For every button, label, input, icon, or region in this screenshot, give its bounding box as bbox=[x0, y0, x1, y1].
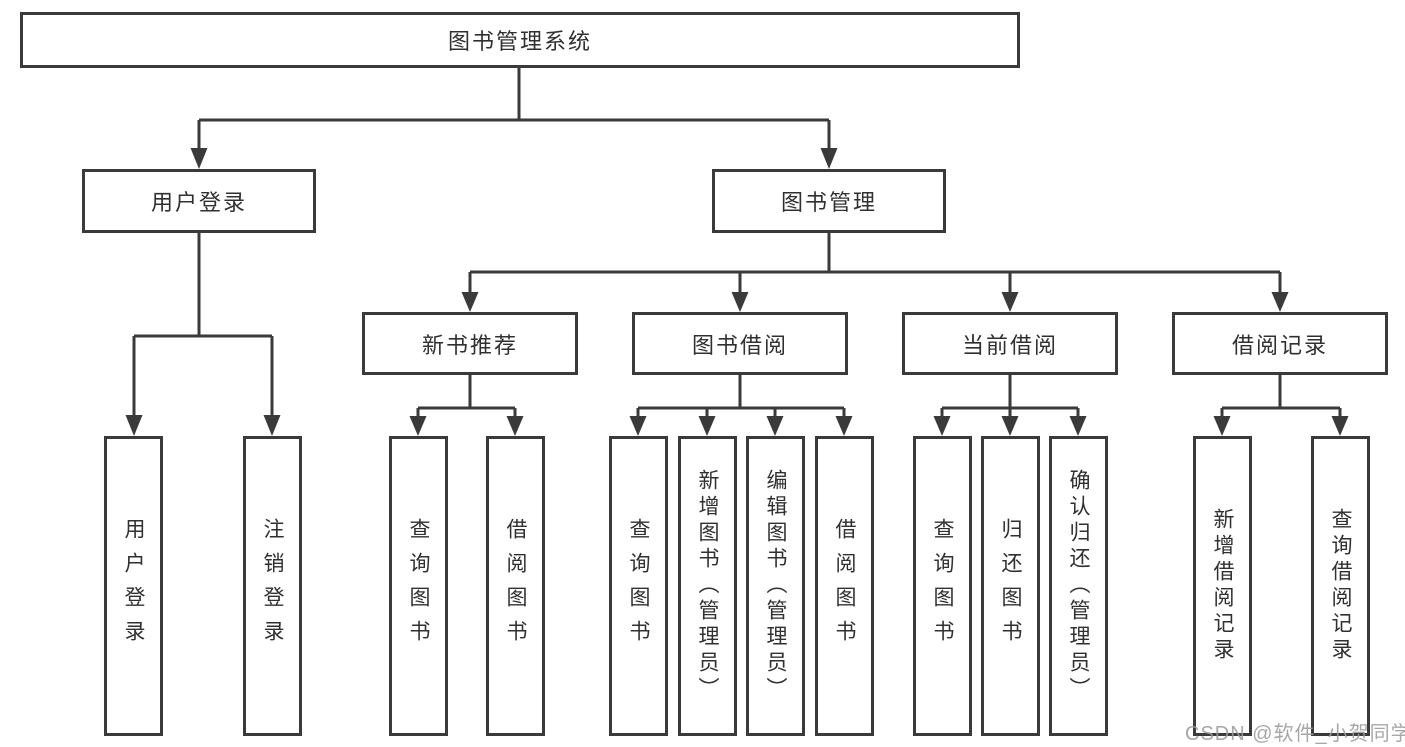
leaf-query-borrow-record: 查询借阅记录 bbox=[1311, 436, 1370, 736]
leaf-user-login: 用户登录 bbox=[104, 436, 163, 736]
node-library-management-system: 图书管理系统 bbox=[20, 12, 1020, 68]
node-new-book-recommendation: 新书推荐 bbox=[362, 312, 578, 375]
node-label: 查询图书 bbox=[627, 518, 650, 654]
node-borrowing-records: 借阅记录 bbox=[1172, 312, 1388, 375]
leaf-borrow-books: 借阅图书 bbox=[815, 436, 874, 736]
leaf-return-books: 归还图书 bbox=[981, 436, 1040, 736]
node-label: 图书管理系统 bbox=[447, 29, 592, 54]
node-label: 借阅图书 bbox=[833, 518, 856, 654]
node-label: 查询借阅记录 bbox=[1329, 508, 1352, 664]
leaf-query-books-recommend: 查询图书 bbox=[389, 436, 448, 736]
node-label: 新增图书（管理员） bbox=[696, 469, 719, 703]
node-label: 用户登录 bbox=[150, 190, 247, 215]
node-label: 注销登录 bbox=[261, 518, 284, 654]
node-label: 编辑图书（管理员） bbox=[764, 469, 787, 703]
node-label: 借阅记录 bbox=[1231, 332, 1328, 358]
leaf-confirm-return-admin: 确认归还（管理员） bbox=[1049, 436, 1108, 736]
node-label: 当前借阅 bbox=[961, 332, 1058, 358]
leaf-add-books-admin: 新增图书（管理员） bbox=[678, 436, 737, 736]
leaf-add-borrow-record: 新增借阅记录 bbox=[1193, 436, 1252, 736]
node-label: 归还图书 bbox=[999, 518, 1022, 654]
node-book-management: 图书管理 bbox=[712, 169, 946, 233]
node-label: 图书管理 bbox=[780, 190, 877, 215]
node-book-borrowing: 图书借阅 bbox=[632, 312, 848, 375]
leaf-query-books-borrowing: 查询图书 bbox=[609, 436, 668, 736]
node-label: 查询图书 bbox=[407, 518, 430, 654]
node-user-login-group: 用户登录 bbox=[82, 169, 316, 233]
node-label: 查询图书 bbox=[931, 518, 954, 654]
node-label: 借阅图书 bbox=[504, 518, 527, 654]
node-label: 新书推荐 bbox=[421, 332, 518, 358]
node-label: 用户登录 bbox=[122, 518, 145, 654]
leaf-logout: 注销登录 bbox=[243, 436, 302, 736]
leaf-query-books-current: 查询图书 bbox=[913, 436, 972, 736]
node-current-borrowing: 当前借阅 bbox=[902, 312, 1118, 375]
node-label: 确认归还（管理员） bbox=[1067, 469, 1090, 703]
node-label: 新增借阅记录 bbox=[1211, 508, 1234, 664]
csdn-watermark: CSDN @软件_小贺同学 bbox=[1185, 723, 1405, 745]
node-label: 图书借阅 bbox=[691, 332, 788, 358]
leaf-borrow-books-recommend: 借阅图书 bbox=[486, 436, 545, 736]
leaf-edit-books-admin: 编辑图书（管理员） bbox=[746, 436, 805, 736]
